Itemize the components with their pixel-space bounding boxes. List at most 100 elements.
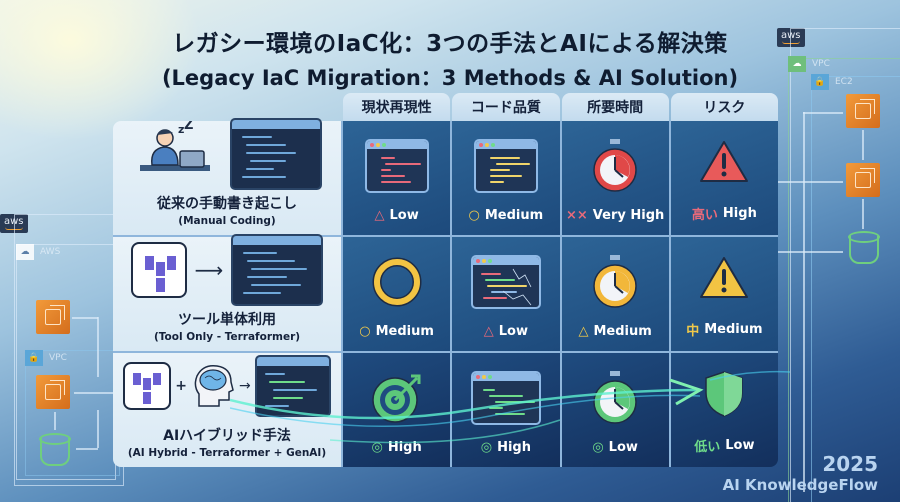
arrow-right-icon: ⟶ — [194, 258, 224, 282]
code-editor-icon — [254, 355, 331, 417]
vpc-label: VPC — [812, 59, 830, 69]
rating: ○Medium — [359, 324, 434, 339]
ec2-instance-icon — [36, 375, 70, 409]
connector-line — [803, 112, 843, 114]
cell-time-required: △Medium — [561, 237, 671, 351]
ec2-instance-icon — [846, 94, 880, 128]
connector-line — [54, 412, 56, 430]
code-window-green-lines-icon — [470, 371, 541, 425]
column-header-risk: リスク — [670, 93, 778, 121]
cell-reproducibility: ◎High — [343, 353, 453, 467]
code-window-broken-icon — [470, 255, 541, 309]
connector-line — [76, 448, 98, 450]
cell-code-quality: ○Medium — [452, 121, 562, 235]
connector-line — [862, 199, 864, 229]
stopwatch-red-icon — [593, 139, 637, 192]
table-header: 現状再現性 コード品質 所要時間 リスク — [343, 93, 778, 121]
rating: ××Very High — [565, 208, 665, 223]
code-window-red-lines-icon — [364, 139, 429, 193]
tired-person-icon: z Z — [140, 121, 210, 171]
lock-icon: 🔒 — [25, 350, 43, 366]
table-row-tool-only: ⟶ ツール単体利用 (Tool Only - Terraformer) — [113, 234, 778, 353]
plus-icon: + — [175, 378, 187, 394]
method-name-jp: 従来の手動書き起こし — [157, 196, 297, 212]
connector-line — [97, 410, 99, 448]
method-name-en: (Tool Only - Terraformer) — [153, 331, 301, 343]
terraform-logo-icon — [130, 242, 187, 298]
title-english: (Legacy IaC Migration：3 Methods & AI Sol… — [161, 66, 739, 90]
method-cell: + → AIハイブリッド — [113, 353, 343, 467]
s3-bucket-icon — [848, 231, 880, 264]
table-row-ai-hybrid: + → AIハイブリッド — [113, 353, 778, 467]
rating: ◎High — [480, 440, 531, 455]
column-header-time-required: 所要時間 — [561, 93, 669, 121]
column-header-code-quality: コード品質 — [452, 93, 560, 121]
circle-yellow-icon — [372, 257, 422, 307]
cloud-icon: ☁ — [788, 56, 806, 72]
cell-reproducibility: △Low — [343, 121, 453, 235]
cell-reproducibility: ○Medium — [343, 237, 453, 351]
comparison-table: 現状再現性 コード品質 所要時間 リスク z Z — [113, 93, 778, 467]
rating: △Low — [374, 208, 419, 223]
method-cell: ⟶ ツール単体利用 (Tool Only - Terraformer) — [113, 234, 343, 351]
table-body: z Z 従来の手動書き起こし (Manual Coding) — [113, 118, 778, 467]
shield-green-icon — [705, 371, 744, 417]
aws-cloud-tag: ☁ AWS — [16, 244, 60, 260]
vpc-frame — [788, 58, 900, 502]
terraform-to-code-illustration: ⟶ — [130, 234, 324, 306]
s3-bucket-icon — [39, 433, 71, 466]
method-cell: z Z 従来の手動書き起こし (Manual Coding) — [113, 118, 343, 235]
aws-frame — [790, 28, 900, 502]
year-label: 2025 — [822, 452, 878, 476]
connector-line — [74, 392, 114, 394]
aws-logo-icon: aws — [0, 214, 28, 233]
ec2-tag: 🔒 EC2 — [811, 74, 853, 90]
cell-code-quality: ◎High — [452, 353, 562, 467]
lock-icon: 🔒 — [811, 74, 829, 90]
terraform-plus-ai-illustration: + → — [123, 353, 331, 419]
cell-time-required: ◎Low — [561, 353, 671, 467]
method-name-en: (AI Hybrid - Terraformer + GenAI) — [127, 447, 327, 459]
rating: ○Medium — [468, 208, 544, 223]
connector-line — [97, 317, 99, 377]
footer-branding: 2025 AI KnowledgeFlow — [723, 452, 878, 494]
cell-code-quality: △Low — [452, 237, 562, 351]
method-name-en: (Manual Coding) — [178, 215, 276, 227]
code-editor-icon — [230, 118, 322, 190]
connector-line — [778, 251, 843, 253]
rating: ◎High — [371, 440, 422, 455]
table-row-manual-coding: z Z 従来の手動書き起こし (Manual Coding) — [113, 118, 778, 237]
ec2-frame — [811, 76, 900, 502]
connector-line — [862, 130, 864, 160]
brand-label: AI KnowledgeFlow — [722, 476, 878, 494]
target-green-icon — [371, 374, 421, 423]
svg-text:Z: Z — [184, 121, 193, 133]
connector-line — [72, 317, 98, 319]
stopwatch-yellow-icon — [593, 255, 637, 308]
ec2-instance-icon — [36, 300, 70, 334]
ec2-label: EC2 — [835, 77, 853, 87]
connector-line — [803, 112, 805, 492]
rating: △Medium — [578, 324, 652, 339]
vpc-label: VPC — [49, 353, 67, 363]
stopwatch-green-icon — [593, 371, 637, 424]
connector-line — [778, 181, 843, 183]
ai-brain-head-icon — [194, 364, 234, 407]
cell-time-required: ××Very High — [561, 121, 671, 235]
warning-triangle-yellow-icon — [700, 257, 749, 298]
rating: ◎Low — [592, 440, 638, 455]
cloud-icon: ☁ — [16, 244, 34, 260]
aws-label: AWS — [40, 247, 61, 257]
vpc-tag: ☁ VPC — [788, 56, 830, 72]
rating: △Low — [483, 324, 528, 339]
terraform-logo-icon — [123, 362, 172, 410]
title-japanese: レガシー環境のIaC化：3つの手法とAIによる解決策 — [172, 31, 728, 57]
svg-text:z: z — [178, 123, 184, 136]
ec2-instance-icon — [846, 163, 880, 197]
